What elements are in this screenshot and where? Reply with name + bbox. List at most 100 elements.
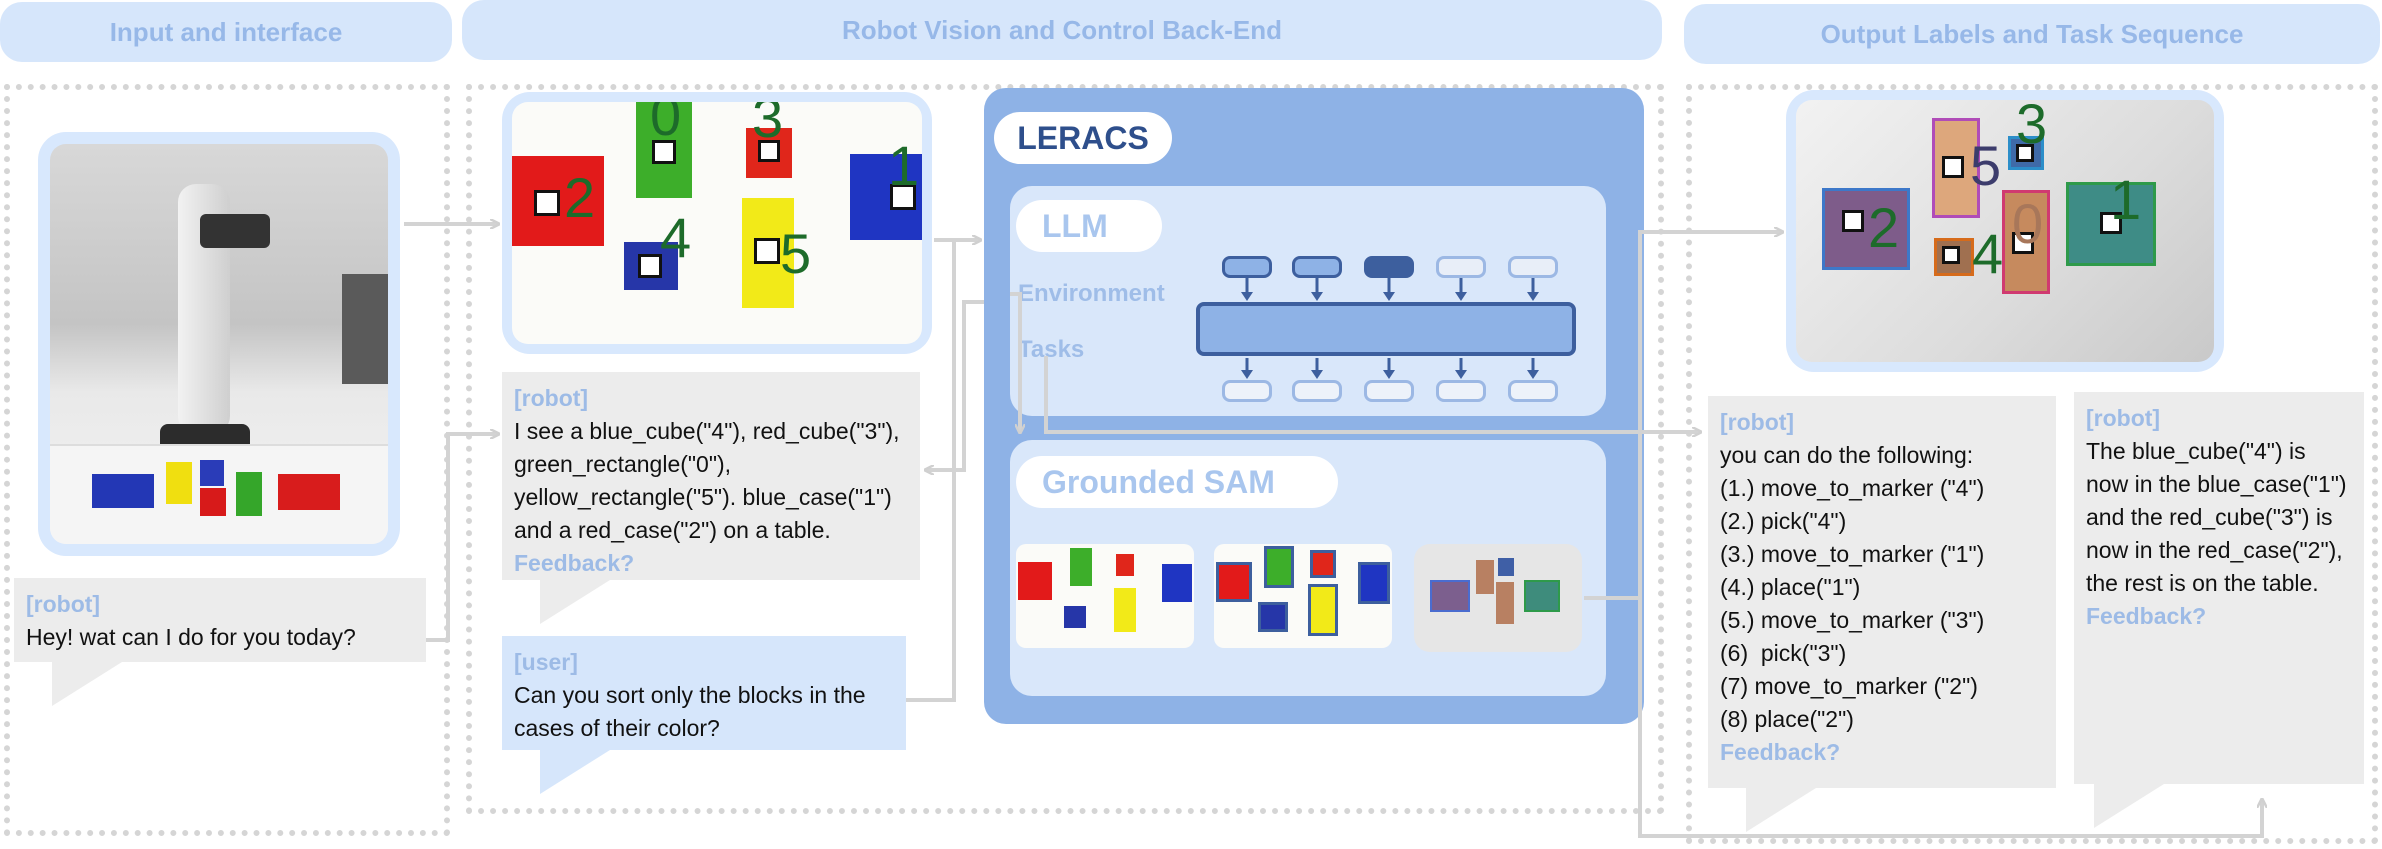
llm-arrowhead [1527, 292, 1539, 301]
feedback-prompt: Feedback? [1720, 739, 1841, 765]
plan-step-4: (4.) place("1") [1720, 574, 1861, 600]
marker-tag [890, 184, 916, 210]
label-yellow-block [2002, 190, 2050, 294]
output-token [1222, 380, 1272, 402]
marker-tag [2100, 212, 2122, 234]
feedback-prompt: Feedback? [2086, 603, 2207, 629]
marker-tag [1942, 156, 1964, 178]
bubble-tail [52, 662, 122, 706]
output-token [1436, 380, 1486, 402]
marker-tag [652, 140, 676, 164]
thumb-blue-cube [1064, 606, 1086, 628]
marker-tag [638, 254, 662, 278]
marker-tag [2016, 144, 2034, 162]
photo-blue-case [92, 474, 154, 508]
header-backend: Robot Vision and Control Back-End [462, 0, 1662, 60]
bubble-tail [540, 750, 610, 794]
plan-step-1: (1.) move_to_marker ("4") [1720, 475, 1985, 501]
robot-plan-bubble: [robot] you can do the following: (1.) m… [1708, 396, 2056, 788]
llm-arrowhead [1383, 370, 1395, 379]
feedback-prompt: Feedback? [514, 550, 635, 576]
llm-arrowhead [1455, 370, 1467, 379]
photo-blue-cube [200, 460, 224, 486]
marker-tag [1942, 246, 1960, 264]
speaker-label: [robot] [2086, 405, 2161, 431]
llm-arrowhead [1383, 292, 1395, 301]
plan-step-8: (8) place("2") [1720, 706, 1854, 732]
sam-thumb-segments [1414, 544, 1582, 652]
llm-arrowhead [1527, 370, 1539, 379]
labeled-image: 3 5 2 4 0 1 [1796, 100, 2214, 362]
label-number-0: 0 [2012, 192, 2044, 255]
speaker-label: [user] [514, 649, 578, 675]
marker-tag [754, 238, 780, 264]
plan-step-7: (7) move_to_marker ("2") [1720, 673, 1978, 699]
thumb-seg [1524, 580, 1560, 612]
marker-tag [534, 190, 560, 216]
perception-text: I see a blue_cube("4"), red_cube("3"), g… [514, 418, 900, 543]
plan-step-5: (5.) move_to_marker ("3") [1720, 607, 1985, 633]
llm-arrowhead [1455, 292, 1467, 301]
speaker-label: [robot] [26, 591, 101, 617]
llm-arrowhead [1241, 292, 1253, 301]
scene-number-5: 5 [780, 222, 812, 285]
marker-tag [2012, 232, 2034, 254]
thumb-green-block [1264, 546, 1294, 588]
bubble-tail [1746, 788, 1816, 832]
scene-number-3: 3 [752, 102, 784, 149]
llm-bar [1196, 302, 1576, 356]
bubble-tail [2094, 784, 2164, 828]
input-token [1292, 256, 1342, 278]
label-number-5: 5 [1970, 134, 2002, 197]
marker-tag [1842, 210, 1864, 232]
output-token [1292, 380, 1342, 402]
label-red-case [1822, 188, 1910, 270]
input-token [1222, 256, 1272, 278]
thumb-seg [1476, 560, 1494, 594]
output-token [1508, 380, 1558, 402]
speaker-label: [robot] [514, 385, 589, 411]
scene-image: 0 3 2 1 4 5 [512, 102, 922, 344]
bubble-tail [540, 580, 610, 624]
robot-photo [50, 144, 388, 544]
leracs-title: LERACS [994, 112, 1172, 164]
arrow-greeting-to-perception [426, 434, 498, 642]
header-output: Output Labels and Task Sequence [1684, 4, 2380, 64]
robot-greeting-bubble: [robot] Hey! wat can I do for you today? [14, 578, 426, 662]
scene-number-4: 4 [660, 206, 692, 269]
arrow-tasks-to-plan [1044, 356, 1700, 432]
labeled-image-frame: 3 5 2 4 0 1 [1786, 90, 2224, 372]
arrow-sam-to-output [1584, 232, 1782, 600]
scene-number-0: 0 [650, 102, 682, 147]
thumb-seg [1496, 582, 1514, 624]
label-number-1: 1 [2110, 168, 2142, 231]
thumb-blue-cube [1258, 602, 1288, 632]
cabinet [342, 274, 388, 384]
photo-red-cube [200, 488, 226, 516]
scene-number-2: 2 [564, 166, 596, 229]
thumb-seg [1430, 580, 1470, 612]
backend-column-frame [466, 84, 1664, 814]
arrow-env-link [1010, 292, 1020, 432]
output-column-frame [1686, 84, 2378, 844]
scene-number-1: 1 [888, 134, 920, 197]
robot-photo-frame [38, 132, 400, 556]
robot-perception-bubble: [robot] I see a blue_cube("4"), red_cube… [502, 372, 920, 580]
input-token [1364, 256, 1414, 278]
header-input: Input and interface [0, 2, 452, 62]
robot-gripper [200, 214, 270, 248]
photo-green-block [236, 472, 262, 516]
plan-step-6: (6) pick("3") [1720, 640, 1847, 666]
plan-step-2: (2.) pick("4") [1720, 508, 1847, 534]
llm-arrowhead [1241, 370, 1253, 379]
speaker-label: [robot] [1720, 409, 1795, 435]
output-token [1364, 380, 1414, 402]
llm-arrowhead [1311, 292, 1323, 301]
grounded-sam-label: Grounded SAM [1016, 456, 1338, 508]
llm-label: LLM [1016, 200, 1162, 252]
thumb-red-case [1018, 562, 1052, 600]
marker-tag [758, 140, 780, 162]
scene-image-frame: 0 3 2 1 4 5 [502, 92, 932, 354]
thumb-red-case [1216, 562, 1252, 602]
